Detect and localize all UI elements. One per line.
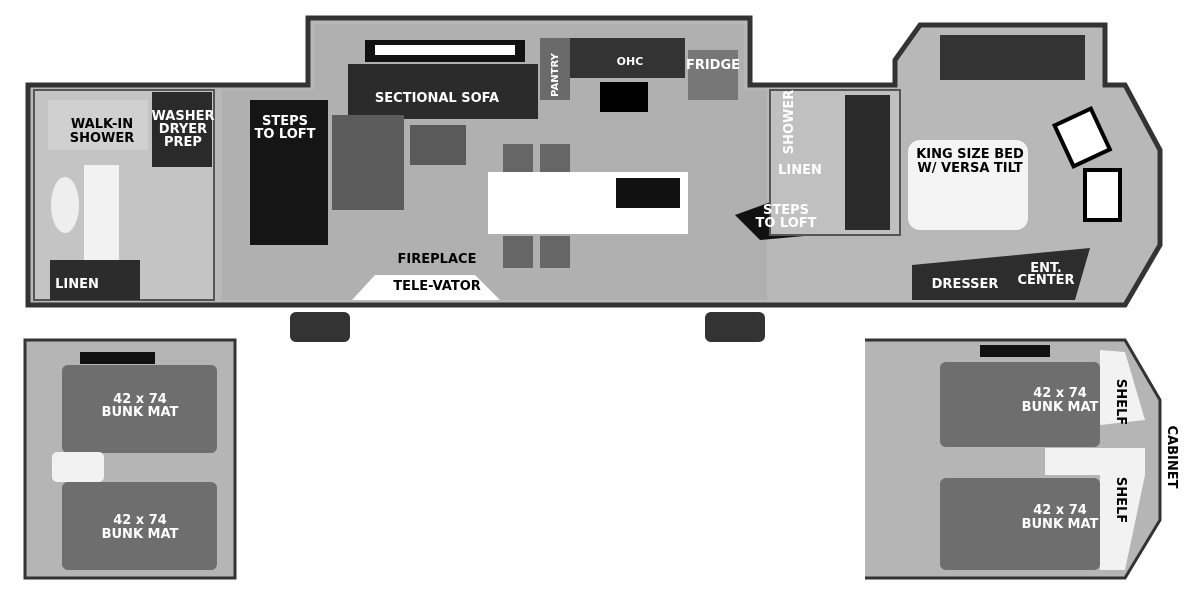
bunk-mat-label: BUNK MAT [102,405,179,420]
sectional-sofa [348,64,538,119]
bunk-size-label: 42 x 74 [1033,386,1087,401]
bunk-size-label: 42 x 74 [113,513,167,528]
sectional-sofa-label: SECTIONAL SOFA [375,91,499,106]
walk-in-shower-label: SHOWER [70,131,135,146]
shelf-label: SHELF [1113,477,1128,523]
washer-dryer-label: DRYER [159,122,207,137]
wheel [290,312,350,342]
fridge-label: FRIDGE [686,58,740,73]
bunk-mat-label: BUNK MAT [1022,400,1099,415]
fireplace-label: FIREPLACE [398,252,477,267]
stool [503,236,533,268]
bunk-size-label: 42 x 74 [113,392,167,407]
ent-center-label: ENT. [1030,261,1062,276]
pantry [540,38,570,100]
fridge [688,50,738,100]
stool [503,144,533,172]
right-loft-window [980,345,1050,357]
steps-to-loft-label: TO LOFT [755,216,816,231]
bunk-mat [940,478,1100,570]
washer-dryer [152,92,212,167]
window [1083,168,1122,222]
walk-in-shower [48,100,148,150]
dresser-label: DRESSER [932,277,999,292]
skylight-glass [375,45,515,55]
shelf-label: SHELF [1113,379,1128,425]
shelf [1100,350,1145,425]
tub-icon [51,177,79,233]
window [1051,105,1113,169]
bunk-mat-label: BUNK MAT [1022,517,1099,532]
steps-to-loft-label: STEPS [262,114,308,129]
pantry-label: PANTRY [550,52,561,96]
walk-in-shower-label: WALK-IN [71,117,133,132]
washer-dryer-label: WASHER [152,109,215,124]
cabinet-label: CABINET [1164,426,1179,489]
bunk-mat [940,362,1100,447]
bunk-mat [62,482,217,570]
vanity [84,165,119,265]
steps-left [250,100,328,245]
steps-to-loft-label: STEPS [763,203,809,218]
ohc-label: OHC [617,55,644,68]
bunk-mat-label: BUNK MAT [102,527,179,542]
sink-icon [616,178,680,208]
steps-to-loft-label: TO LOFT [254,127,315,142]
king-bed-label: KING SIZE BED [916,147,1024,162]
vanity-half-bath [845,95,890,230]
main-floor [25,15,1163,308]
left-loft [23,338,237,580]
shower-label: SHOWER [782,90,797,155]
wheel [705,312,765,342]
range [600,82,648,112]
king-bed-label: W/ VERSA TILT [917,161,1022,176]
stool [540,236,570,268]
bunk-size-label: 42 x 74 [1033,503,1087,518]
king-bed [908,140,1028,230]
ohc [570,38,685,78]
tele-vator-label: TELE-VATOR [393,279,481,294]
dresser [912,248,1090,300]
cabinet [1045,448,1145,475]
right-loft [865,338,1162,580]
linen-label: LINEN [55,277,99,292]
ottoman [410,125,466,165]
linen-cabinet-bath [50,260,140,300]
bedroom-ohc [940,35,1085,80]
linen-half-bath-label: LINEN [778,163,822,178]
left-loft-window [80,352,155,364]
stool [540,144,570,172]
step-pad [52,452,104,482]
sofa-chaise [332,115,404,210]
ent-center-label: CENTER [1017,273,1074,288]
washer-dryer-label: PREP [164,135,202,150]
tele-vator [352,275,500,300]
shelf [1100,470,1145,570]
bunk-mat [62,365,217,453]
